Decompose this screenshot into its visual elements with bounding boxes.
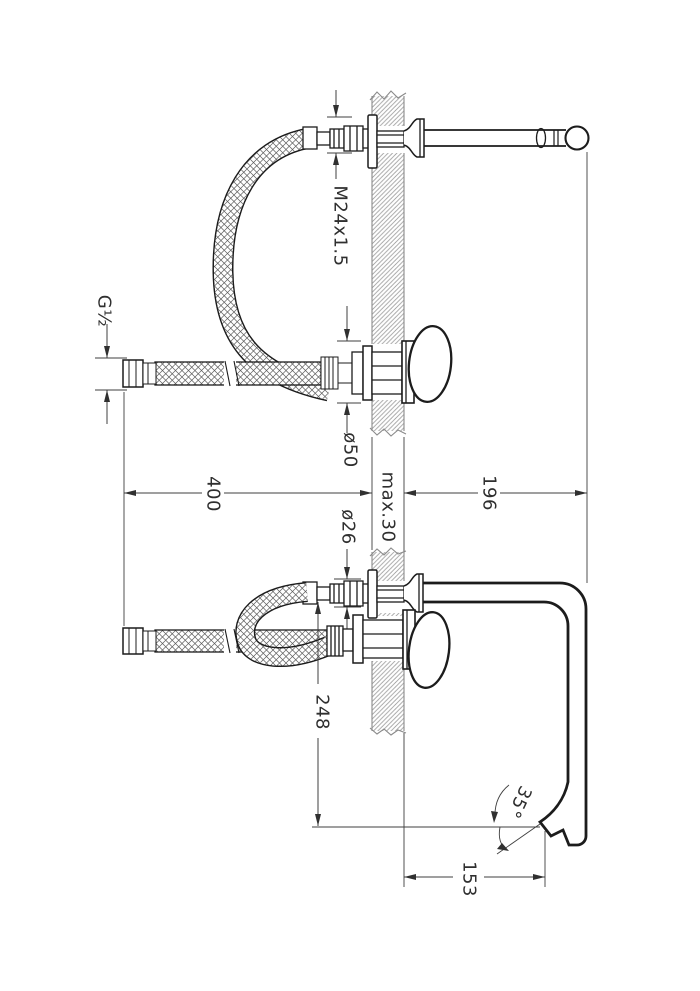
valve-body <box>362 619 404 659</box>
dim-153: 153 <box>403 733 546 897</box>
valve-body <box>371 351 403 395</box>
fitting-nut-large <box>343 580 364 607</box>
dim-d50: ø50 <box>337 306 361 468</box>
fitting-nut-large <box>343 125 364 152</box>
tube-joint-ring <box>535 127 547 149</box>
hose-break <box>224 360 236 387</box>
spout-body-lower <box>421 581 588 847</box>
upper-view: M24x1.5 G½ ø50 <box>94 90 590 468</box>
wall-trumpet <box>403 573 424 613</box>
dimension-spout-drop: 248 <box>312 694 333 730</box>
spout-connection-hose-lower <box>235 582 332 667</box>
lower-view: 248 35° 153 <box>122 547 588 897</box>
hose-nut-g12 <box>122 627 144 655</box>
spout-connection-hose-upper <box>212 127 332 402</box>
dimension-row: 400 max.30 196 ø26 <box>123 152 588 631</box>
dimension-spout-tube-diameter: ø26 <box>338 509 359 544</box>
dimension-outlet-angle: 35° <box>502 782 535 821</box>
hose-nut-g12 <box>122 359 144 388</box>
spout-fitting-upper <box>302 114 425 169</box>
wall-break-top <box>369 547 407 557</box>
dimension-wall-thickness: max.30 <box>378 472 399 543</box>
dimension-spout-projection: 196 <box>479 475 500 511</box>
dim-248: 248 <box>312 602 540 828</box>
spout-tube-upper <box>424 125 590 151</box>
dimension-hose-length: 400 <box>203 476 224 512</box>
dimension-outlet-reach: 153 <box>459 861 480 897</box>
wall-flange <box>367 569 378 619</box>
dimension-escutcheon-diameter: ø50 <box>340 432 361 467</box>
dimension-spout-thread: M24x1.5 <box>330 185 351 266</box>
valve-upper <box>351 324 453 404</box>
wall-flange <box>367 114 378 169</box>
spout-end-ball <box>564 125 590 151</box>
hose-break <box>224 628 236 654</box>
dim-35deg: 35° <box>491 782 541 855</box>
fitting-nut <box>329 128 345 149</box>
hose-crimp <box>302 126 318 150</box>
dim-d26: ø26 <box>334 509 361 631</box>
supply-hose-upper <box>122 356 353 390</box>
dimension-hose-thread: G½ <box>94 295 115 327</box>
wall-trumpet <box>403 118 425 158</box>
handle-knob-lower <box>407 611 451 689</box>
handle-knob-upper <box>407 324 453 404</box>
spout-fitting-lower <box>302 569 424 619</box>
fitting-nut <box>329 583 345 604</box>
wall-break-bottom <box>369 727 407 736</box>
valve-lower <box>326 609 451 689</box>
wall-break-bottom <box>369 427 407 437</box>
dim-g12: G½ <box>94 295 127 424</box>
wall-break-top <box>369 90 407 101</box>
dim-m24: M24x1.5 <box>327 90 352 267</box>
